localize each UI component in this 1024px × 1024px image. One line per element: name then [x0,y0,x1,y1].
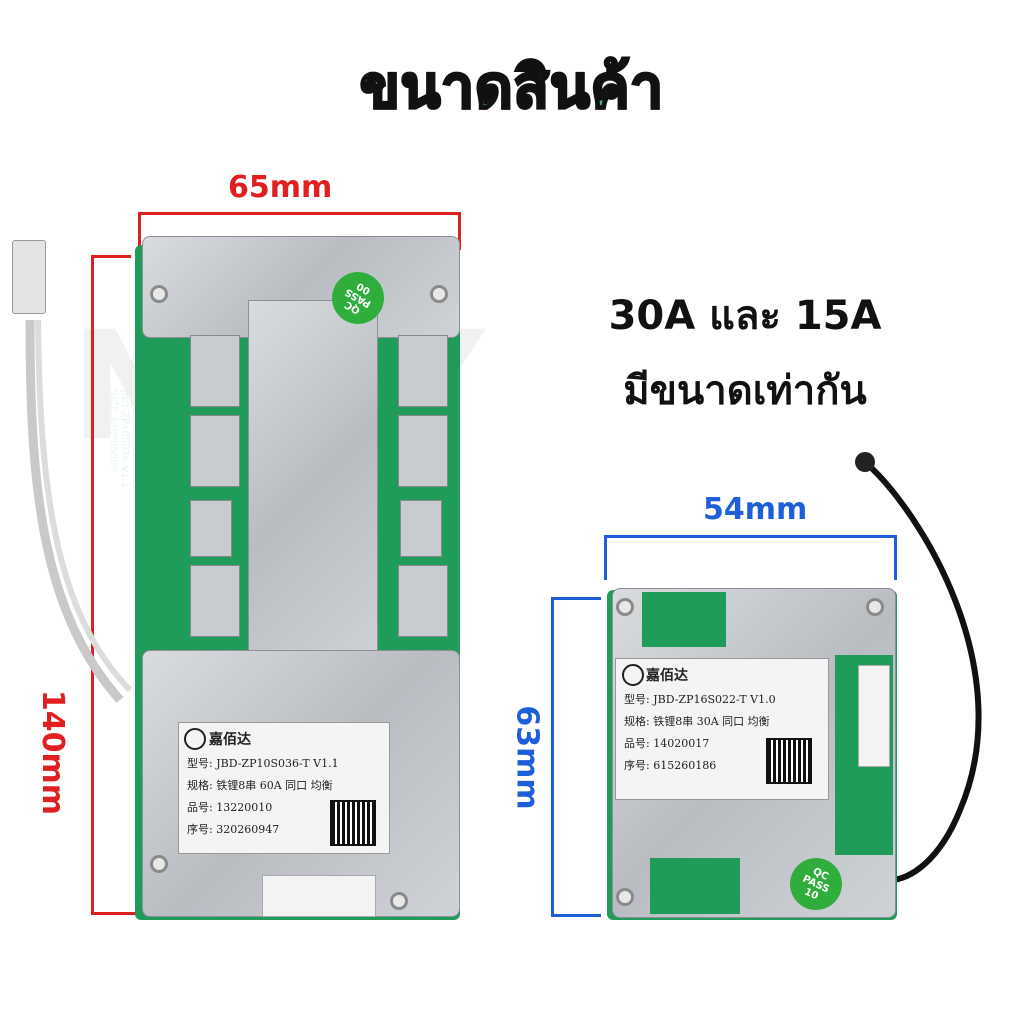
big-height-line [91,255,94,915]
small-label-part: 品号: 14020017 [624,737,710,750]
small-label-serial: 序号: 615260186 [624,759,717,772]
small-label-model: 型号: JBD-ZP16S022-T V1.0 [624,693,776,706]
big-mount-hole-4 [390,892,408,910]
small-width-tick-left [604,535,607,580]
big-width-line [138,212,461,215]
big-sensor-plug [12,240,46,314]
small-mount-hole-3 [616,888,634,906]
big-pad-left-1 [190,335,240,407]
small-pcb-cutout-top [642,592,726,647]
big-width-label: 65mm [228,170,333,205]
big-label-part: 品号: 13220010 [187,801,273,814]
big-sensor-wire [25,319,133,703]
big-center-plate [248,300,378,672]
big-label-model: 型号: JBD-ZP10S036-T V1.1 [187,757,339,770]
small-height-tick-top [551,597,601,600]
small-width-line [604,535,897,538]
page-title: ขนาดสินค้า [359,52,665,123]
info-line-2: มีขนาดเท่ากัน [623,368,867,414]
big-qr-code [330,800,376,846]
big-connector [262,875,376,917]
small-label-brand: 嘉佰达 [646,668,688,684]
small-label-spec: 规格: 铁锂8串 30A 同口 均衡 [624,715,770,728]
big-pad-left-4 [190,565,240,637]
big-height-tick-top [91,255,131,258]
small-width-label: 54mm [703,492,808,527]
big-silkscreen: JBD-ZP10S036 V1.1 SIZE:140*65mm [108,390,130,489]
big-pad-left-3 [190,500,232,557]
small-qr-code [766,738,812,784]
big-pad-right-3 [400,500,442,557]
small-connector [858,665,890,767]
big-width-tick-right [458,212,461,250]
big-pad-right-2 [398,415,448,487]
big-pad-right-1 [398,335,448,407]
small-width-tick-right [894,535,897,580]
big-mount-hole-1 [150,285,168,303]
small-label-logo-icon [622,664,644,686]
big-label-serial: 序号: 320260947 [187,823,280,836]
info-line-1: 30A และ 15A [608,293,882,339]
small-pcb-cutout-bottom [650,858,740,914]
big-mount-hole-3 [150,855,168,873]
small-mount-hole-2 [866,598,884,616]
big-pad-right-4 [398,565,448,637]
big-mount-hole-2 [430,285,448,303]
small-ntc-probe [855,452,875,472]
big-product-label: 嘉佰达 型号: JBD-ZP10S036-T V1.1 规格: 铁锂8串 60A… [178,722,390,854]
small-height-tick-bottom [551,914,601,917]
small-ntc-wire [863,459,982,883]
small-height-line [551,597,554,917]
big-height-tick-bottom [91,912,139,915]
big-label-logo-icon [184,728,206,750]
big-label-spec: 规格: 铁锂8串 60A 同口 均衡 [187,779,333,792]
small-mount-hole-1 [616,598,634,616]
big-pad-left-2 [190,415,240,487]
small-height-label: 63mm [509,705,545,810]
big-label-brand: 嘉佰达 [209,732,251,748]
big-width-tick-left [138,212,141,250]
